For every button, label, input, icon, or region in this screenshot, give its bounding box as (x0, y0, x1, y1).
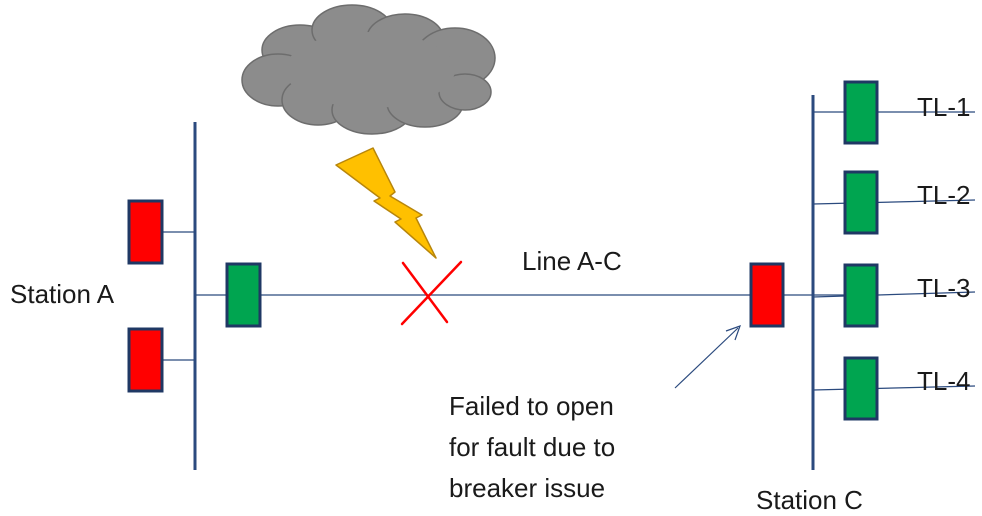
station-c-label: Station C (756, 485, 863, 515)
station-a-lower-breaker (127, 327, 164, 393)
lightning-bolt-icon (335, 147, 437, 259)
tl-2-label: TL-2 (917, 180, 970, 210)
tl-4-breaker (843, 356, 879, 421)
tl-2-feeder (812, 199, 976, 205)
line-label: Line A-C (522, 246, 622, 276)
tl-3-feeder (812, 291, 976, 298)
station-a-upper-breaker (127, 199, 164, 265)
annotation-arrow (674, 325, 741, 389)
tl-4-feeder (812, 385, 976, 391)
station-c-line-breaker (749, 262, 785, 328)
tl-1-label: TL-1 (917, 92, 970, 122)
storm-cloud-icon (241, 4, 496, 135)
tl-2-breaker (843, 170, 879, 235)
tl-4-label: TL-4 (917, 366, 970, 396)
fault-x-icon (400, 260, 463, 326)
note-line-2: for fault due to (449, 432, 615, 462)
tl-3-label: TL-3 (917, 273, 970, 303)
note-line-3: breaker issue (449, 473, 605, 503)
tl-1-breaker (843, 80, 879, 145)
note-line-1: Failed to open (449, 391, 614, 421)
tl-3-breaker (843, 263, 879, 328)
station-a-line-breaker (225, 262, 262, 328)
station-a-label: Station A (10, 279, 115, 309)
